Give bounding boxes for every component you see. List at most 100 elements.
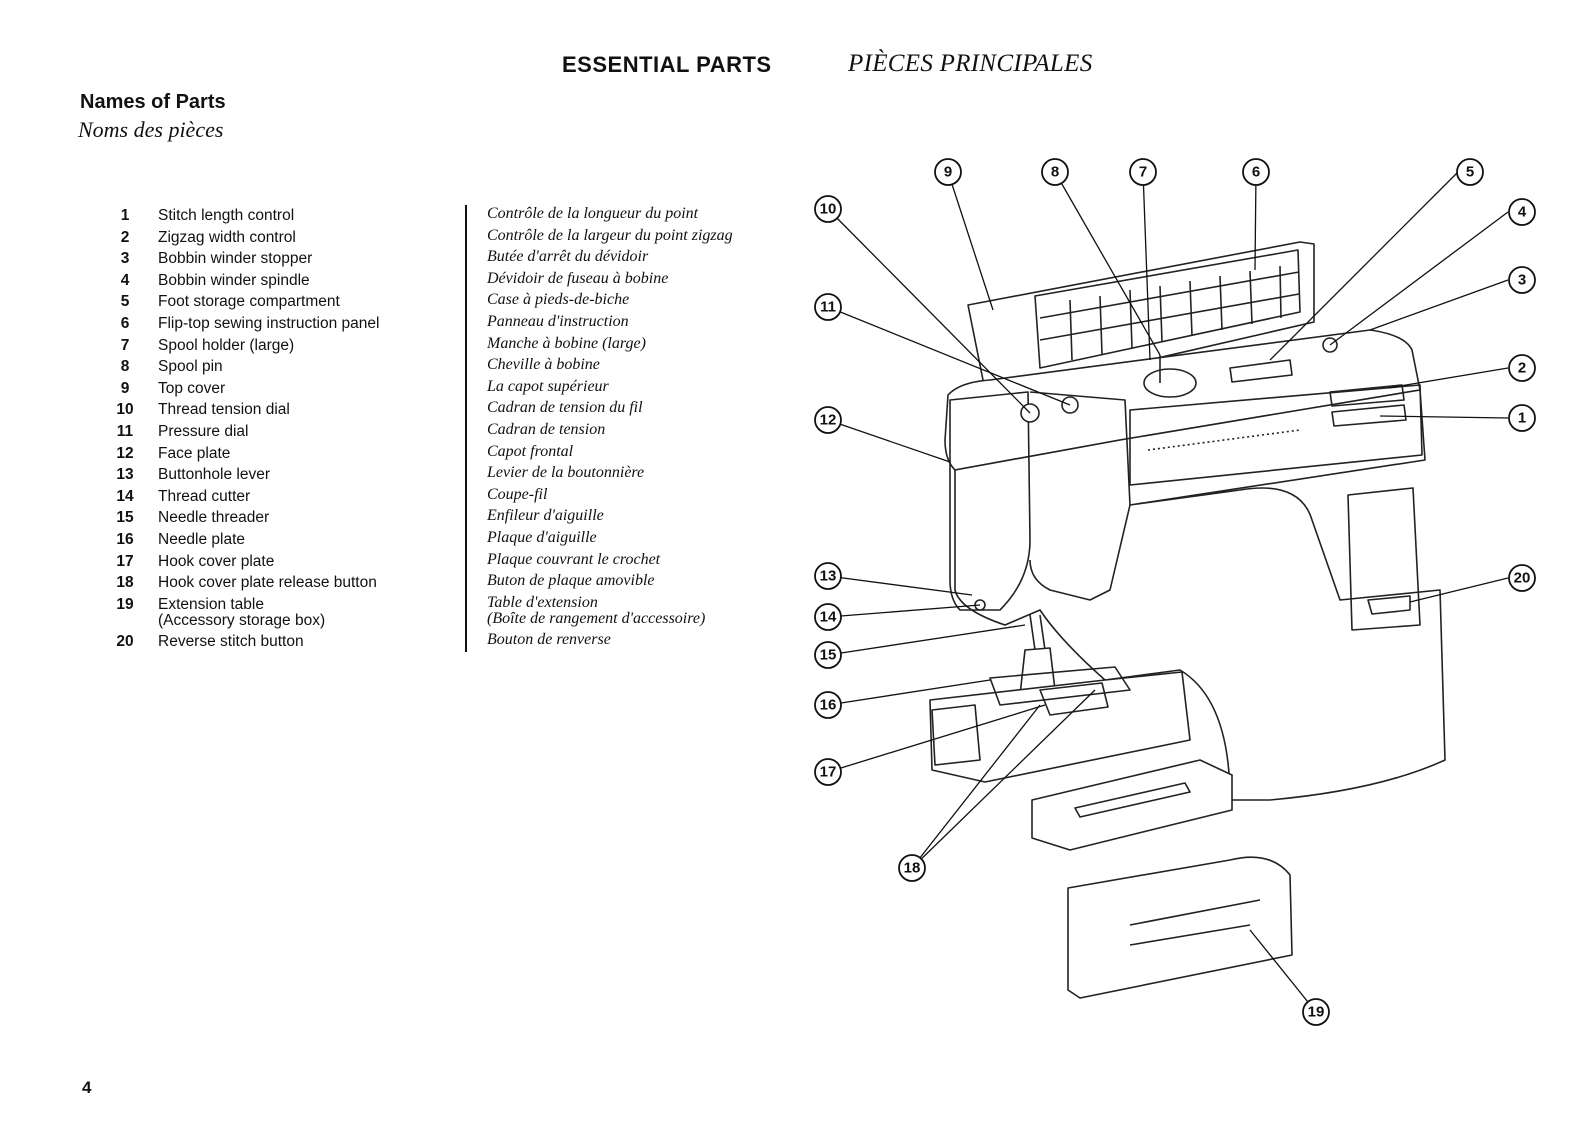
part-name-english: Spool holder (large) [158, 336, 295, 354]
list-item: Plaque couvrant le crochet [487, 550, 661, 568]
column-divider [465, 205, 467, 652]
list-item: Contrôle de la longueur du point [487, 205, 699, 222]
part-name-english: Face plate [158, 444, 231, 462]
svg-text:1: 1 [1518, 410, 1526, 427]
part-number: 5 [120, 293, 130, 311]
list-item: Manche à bobine (large) [487, 334, 646, 352]
accessory-storage-box [1067, 856, 1293, 999]
svg-text:13: 13 [820, 568, 837, 585]
part-number: 1 [120, 207, 130, 224]
extension-table-slot [1074, 782, 1191, 818]
svg-text:17: 17 [820, 764, 837, 781]
needle-bar [1029, 614, 1046, 651]
part-name-english: Spool pin [158, 358, 223, 376]
callout-1: 1 [1508, 404, 1536, 432]
svg-text:18: 18 [904, 860, 921, 877]
part-number: 8 [120, 358, 130, 376]
part-number: 14 [116, 487, 134, 505]
part-number: 16 [116, 530, 134, 548]
list-item: Table d'extension(Boîte de rangement d'a… [487, 592, 733, 629]
part-number: 3 [120, 250, 130, 268]
storage-box-detail [1129, 899, 1261, 946]
part-number: 13 [116, 466, 134, 484]
list-item: Coupe-fil [487, 485, 548, 503]
section-heading-english: Names of Parts [80, 91, 226, 113]
control-panel [1129, 384, 1423, 486]
face-plate [949, 391, 1031, 611]
part-name-english: Extension table [158, 595, 264, 613]
callout-7: 7 [1129, 158, 1157, 186]
callout-4: 4 [1508, 198, 1536, 226]
svg-text:15: 15 [820, 647, 837, 664]
svg-text:10: 10 [820, 201, 837, 218]
part-name-english: Foot storage compartment [158, 293, 340, 311]
list-item: Plaque d'aiguille [487, 528, 597, 546]
svg-text:19: 19 [1308, 1004, 1325, 1021]
list-item: Capot frontal [487, 442, 574, 460]
svg-text:6: 6 [1252, 164, 1260, 181]
part-name-english: Zigzag width control [158, 228, 296, 246]
part-name-english: Reverse stitch button [158, 632, 304, 650]
part-number: 19 [116, 595, 134, 613]
side-door [1347, 487, 1421, 631]
svg-text:16: 16 [820, 697, 837, 714]
list-item: Contrôle de la largeur du point zigzag [487, 226, 733, 244]
callout-19: 19 [1302, 998, 1330, 1026]
part-name-english: Buttonhole lever [158, 466, 271, 484]
svg-text:9: 9 [944, 164, 952, 181]
list-item: Cadran de tension du fil [487, 399, 643, 417]
part-name-english: Pressure dial [158, 422, 249, 440]
part-name-english: Needle threader [158, 509, 270, 527]
svg-text:3: 3 [1518, 272, 1526, 289]
hook-cover-plate [1039, 682, 1109, 716]
needle-plate [989, 666, 1131, 706]
svg-text:12: 12 [820, 412, 837, 429]
part-name-french: Table d'extension [487, 593, 598, 611]
svg-text:7: 7 [1139, 164, 1147, 181]
callout-13: 13 [814, 562, 842, 590]
list-item: Levier de la boutonnière [487, 464, 645, 482]
part-name-english: Bobbin winder stopper [158, 250, 313, 268]
part-name-french-note: (Boîte de rangement d'accessoire) [487, 610, 706, 628]
part-number: 18 [116, 574, 134, 592]
callout-16: 16 [814, 691, 842, 719]
list-item: Panneau d'instruction [487, 312, 629, 330]
part-name-english-note: (Accessory storage box) [158, 611, 326, 629]
parts-list-french: Contrôle de la longueur du point Contrôl… [487, 203, 733, 650]
list-item: Buton de plaque amovible [487, 572, 655, 590]
svg-text:20: 20 [1514, 570, 1531, 587]
part-name-english: Flip-top sewing instruction panel [158, 314, 380, 332]
width-length-sliders [1329, 384, 1407, 427]
free-arm-bed [929, 671, 1191, 783]
part-number: 15 [116, 509, 134, 527]
callout-10: 10 [814, 195, 842, 223]
part-number: 4 [120, 271, 130, 289]
page-title-french: PIÈCES PRINCIPALES [848, 50, 1093, 77]
callout-11: 11 [814, 293, 842, 321]
callout-14: 14 [814, 603, 842, 631]
part-number: 12 [116, 444, 134, 462]
stitch-chart-rows [1039, 271, 1300, 341]
section-heading-french: Noms des pièces [78, 117, 224, 142]
stitch-indicator-row [1147, 429, 1301, 451]
top-body [944, 329, 1421, 471]
list-item: Case à pieds-de-biche [487, 291, 630, 309]
page-title-english: ESSENTIAL PARTS [562, 52, 772, 77]
part-number: 2 [120, 228, 130, 246]
page-number: 4 [82, 1078, 92, 1097]
spool-holder [1143, 368, 1197, 398]
svg-text:14: 14 [820, 609, 837, 626]
stitch-chart-columns [1069, 265, 1282, 361]
list-item: Cheville à bobine [487, 356, 600, 374]
svg-text:11: 11 [820, 299, 836, 316]
part-number: 11 [116, 422, 134, 440]
bed-end [931, 704, 981, 766]
reverse-stitch-button [1367, 595, 1411, 615]
part-number: 6 [120, 314, 130, 332]
part-number: 7 [120, 336, 130, 354]
part-number: 9 [120, 379, 130, 397]
part-name-english: Top cover [158, 379, 226, 397]
callout-5: 5 [1456, 158, 1484, 186]
callout-15: 15 [814, 641, 842, 669]
